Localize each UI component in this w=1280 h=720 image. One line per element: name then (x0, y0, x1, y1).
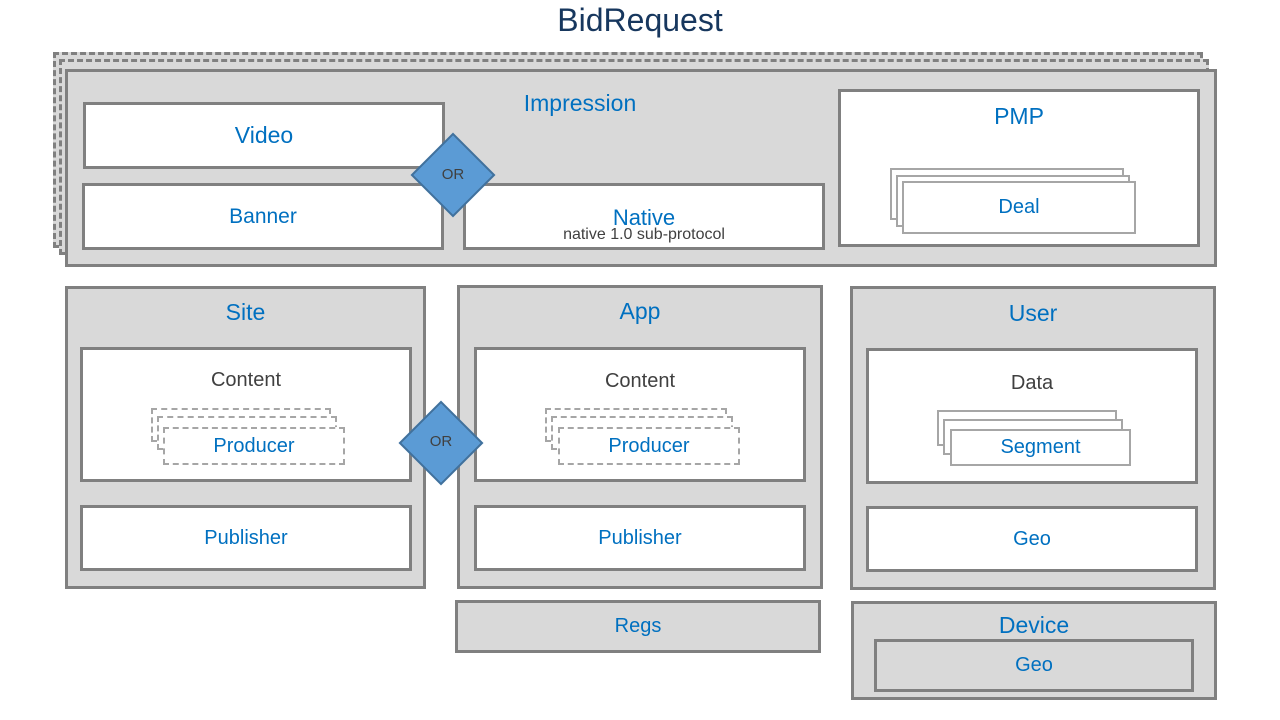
site-label: Site (225, 299, 266, 325)
banner-label: Banner (229, 204, 297, 228)
native-box: Native native 1.0 sub-protocol (463, 183, 825, 250)
regs-box: Regs (455, 600, 821, 653)
video-box: Video (83, 102, 445, 169)
banner-box: Banner (82, 183, 444, 250)
site-publisher-label: Publisher (204, 526, 288, 549)
app-producer-box: Producer (558, 427, 740, 465)
deal-box: Deal (902, 181, 1136, 234)
native-label: Native (612, 205, 676, 230)
impression-label: Impression (523, 90, 637, 116)
site-content-label: Content (210, 369, 282, 391)
regs-label: Regs (614, 615, 662, 637)
device-geo-label: Geo (1015, 654, 1053, 676)
app-producer-label: Producer (608, 434, 690, 457)
native-subprotocol-label: native 1.0 sub-protocol (563, 226, 725, 243)
user-geo-label: Geo (1013, 527, 1051, 550)
user-geo-box: Geo (866, 506, 1198, 572)
diagram-title: BidRequest (557, 2, 723, 38)
deal-label: Deal (998, 196, 1040, 218)
app-publisher-label: Publisher (598, 526, 682, 549)
app-content-label: Content (604, 370, 676, 392)
app-label: App (619, 298, 661, 324)
segment-box: Segment (950, 429, 1131, 466)
site-publisher-box: Publisher (80, 505, 412, 571)
user-label: User (1008, 300, 1058, 326)
segment-label: Segment (1000, 436, 1081, 458)
user-data-label: Data (1010, 372, 1054, 394)
site-producer-label: Producer (213, 434, 295, 457)
app-publisher-box: Publisher (474, 505, 806, 571)
or-label-impression: OR (441, 166, 465, 183)
or-label-site-app: OR (429, 433, 453, 450)
pmp-label: PMP (994, 103, 1044, 129)
site-producer-box: Producer (163, 427, 345, 465)
video-label: Video (234, 122, 294, 148)
device-geo-box: Geo (874, 639, 1194, 692)
device-label: Device (998, 612, 1070, 638)
